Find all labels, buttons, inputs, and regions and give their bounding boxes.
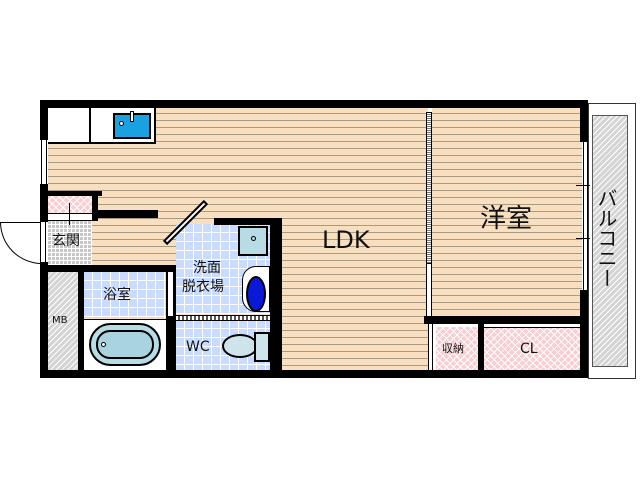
entrance-mark [69,203,70,225]
washroom-wall-top [214,218,282,225]
meter-box-label: MB [52,315,68,326]
bathroom-floor [84,272,166,318]
bathroom-label: 浴室 [103,287,131,303]
partition-wall-bottom [424,316,584,324]
sliding-door-partition[interactable] [426,112,432,264]
closet-label: CL [520,341,538,357]
western-room-floor [432,107,582,319]
entrance-door[interactable] [0,222,42,264]
storage-floor [436,327,478,370]
washroom-wall-right [270,218,282,375]
counter-divider [89,107,91,144]
balcony-label: バルコニー [594,188,618,288]
outer-wall-left-mid [40,184,48,222]
balcony [592,115,628,367]
wash-basin-icon [238,226,268,256]
toilet-label: WC [186,339,210,355]
western-room-label: 洋室 [480,204,533,234]
outer-wall-left-lower [40,262,48,378]
closet-floor [484,327,582,370]
left-window[interactable] [41,140,47,184]
storage-closet-wall [478,320,484,372]
meter-box [48,272,78,370]
ldk-counter-wall [92,210,158,218]
washing-machine-icon [246,276,266,312]
storage-label: 収納 [442,342,464,355]
bath-wash-wall [166,265,176,375]
bathtub-icon [89,323,161,366]
balcony-window[interactable] [583,142,588,290]
wet-area-wall-top [40,265,176,272]
entrance-wall-top [44,191,102,196]
outer-wall-bottom [40,370,588,378]
toilet-bowl-icon [222,334,258,358]
balcony-window-mark-2 [576,238,590,239]
entrance-door-panel[interactable] [40,222,46,262]
entrance-label: 玄関 [52,233,80,249]
entrance-wall-right [92,191,98,221]
outer-wall-left-upper [40,100,48,140]
shoe-storage [48,195,92,213]
ldk-label: LDK [322,226,370,254]
outer-wall-top [40,100,588,108]
entrance-step [48,213,92,221]
outer-wall-right-upper [580,100,588,142]
outer-wall-right-lower [580,290,588,378]
storage-door[interactable] [428,324,433,370]
partition-lower [426,264,432,316]
balcony-window-mark-1 [576,185,590,186]
toilet-tank-icon [254,332,270,362]
mb-wall [78,265,84,375]
washroom-label-line2: 脱衣場 [182,279,224,295]
toilet-door[interactable] [176,315,270,321]
washroom-label-line1: 洗面 [193,260,221,276]
sink-icon [113,111,151,139]
bathroom-door[interactable] [167,272,174,316]
entrance-floor [48,221,92,265]
